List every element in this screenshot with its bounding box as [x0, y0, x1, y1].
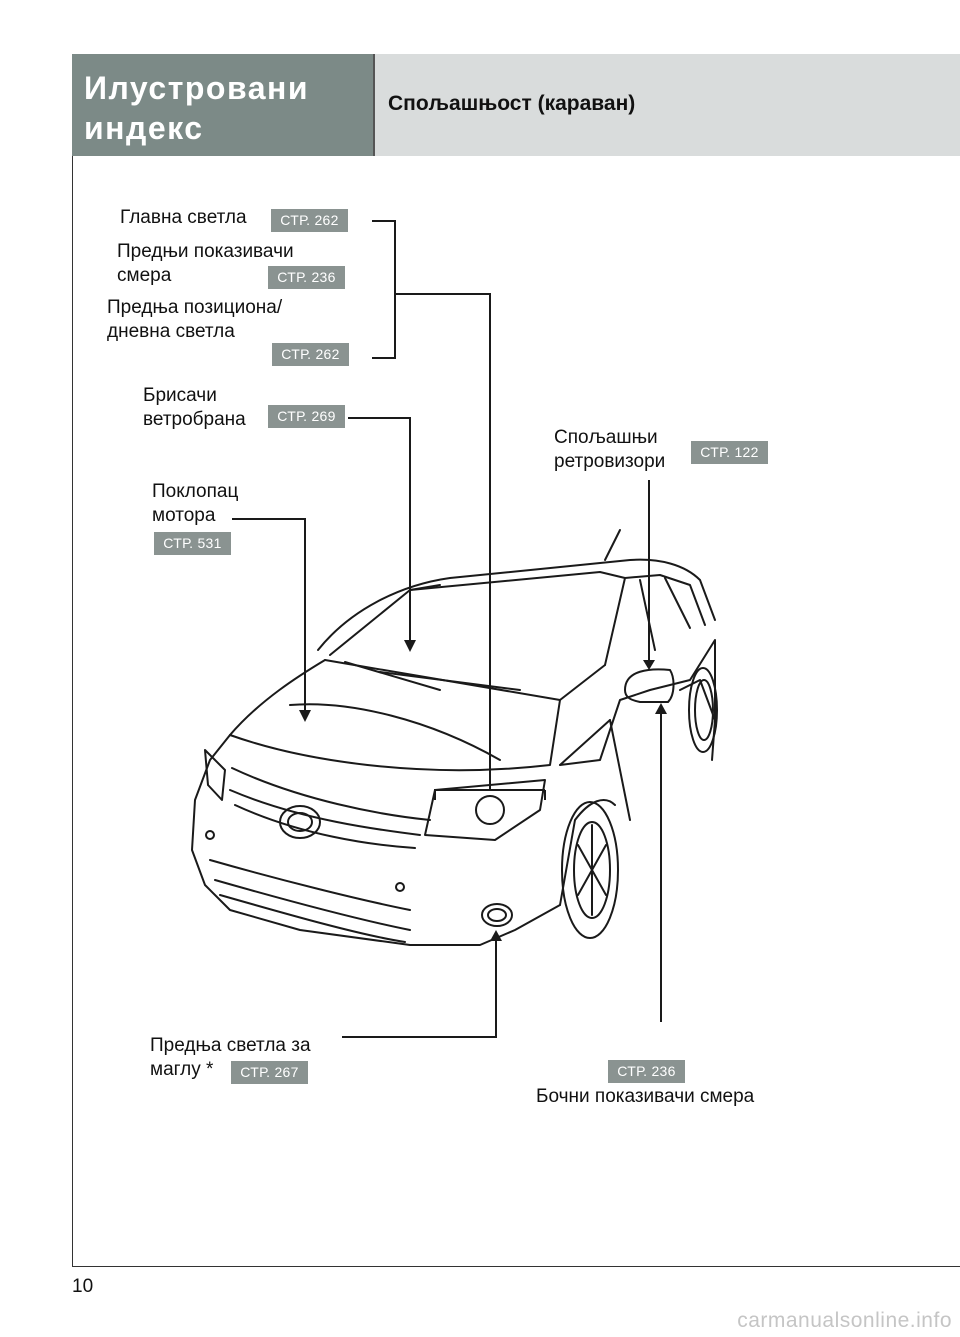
hood-label-line1: Поклопац — [152, 481, 239, 502]
wipers-label-line1: Брисачи — [143, 385, 217, 406]
front-turn-page-ref[interactable]: СТР. 236 — [268, 266, 345, 289]
side-turn-page-ref[interactable]: СТР. 236 — [608, 1060, 685, 1083]
front-turn-label-line2: смера — [117, 265, 172, 286]
front-turn-label-line1: Предњи показивачи — [117, 241, 294, 262]
fog-page-ref[interactable]: СТР. 267 — [231, 1061, 308, 1084]
hood-label: Поклопац мотора — [152, 480, 238, 528]
watermark: carmanualsonline.info — [737, 1309, 952, 1332]
mirrors-label-line2: ретровизори — [554, 451, 666, 472]
section-title-line1: Илустровани — [84, 70, 310, 106]
front-position-label-line1: Предња позициона/ — [107, 297, 283, 318]
mirrors-label: Спољашњи ретровизори — [554, 426, 665, 474]
wipers-page-ref[interactable]: СТР. 269 — [268, 405, 345, 428]
mirrors-page-ref[interactable]: СТР. 122 — [691, 441, 768, 464]
page-frame — [72, 54, 960, 1267]
headlights-page-ref[interactable]: СТР. 262 — [271, 209, 348, 232]
fog-label-line1: Предња светла за — [150, 1035, 311, 1056]
fog-label: Предња светла за маглу * — [150, 1034, 311, 1082]
front-position-label: Предња позициона/ дневна светла — [107, 296, 282, 344]
page-number: 10 — [72, 1276, 94, 1297]
section-tab: Илустровани индекс — [72, 54, 373, 156]
section-title-line2: индекс — [84, 110, 204, 146]
leader-lines — [232, 220, 662, 1038]
wipers-label-line2: ветробрана — [143, 409, 246, 430]
car-drawing — [191, 529, 718, 946]
page-title: Спољашњост (караван) — [373, 54, 960, 156]
front-position-page-ref[interactable]: СТР. 262 — [272, 343, 349, 366]
hood-label-line2: мотора — [152, 505, 216, 526]
front-position-label-line2: дневна светла — [107, 321, 235, 342]
front-turn-label: Предњи показивачи смера — [117, 240, 294, 288]
hood-page-ref[interactable]: СТР. 531 — [154, 532, 231, 555]
headlights-label: Главна светла — [120, 207, 247, 228]
mirrors-label-line1: Спољашњи — [554, 427, 658, 448]
fog-label-line2: маглу * — [150, 1059, 214, 1080]
side-turn-label: Бочни показивачи смера — [536, 1086, 755, 1107]
arrowheads — [299, 640, 667, 941]
wipers-label: Брисачи ветробрана — [143, 384, 246, 432]
